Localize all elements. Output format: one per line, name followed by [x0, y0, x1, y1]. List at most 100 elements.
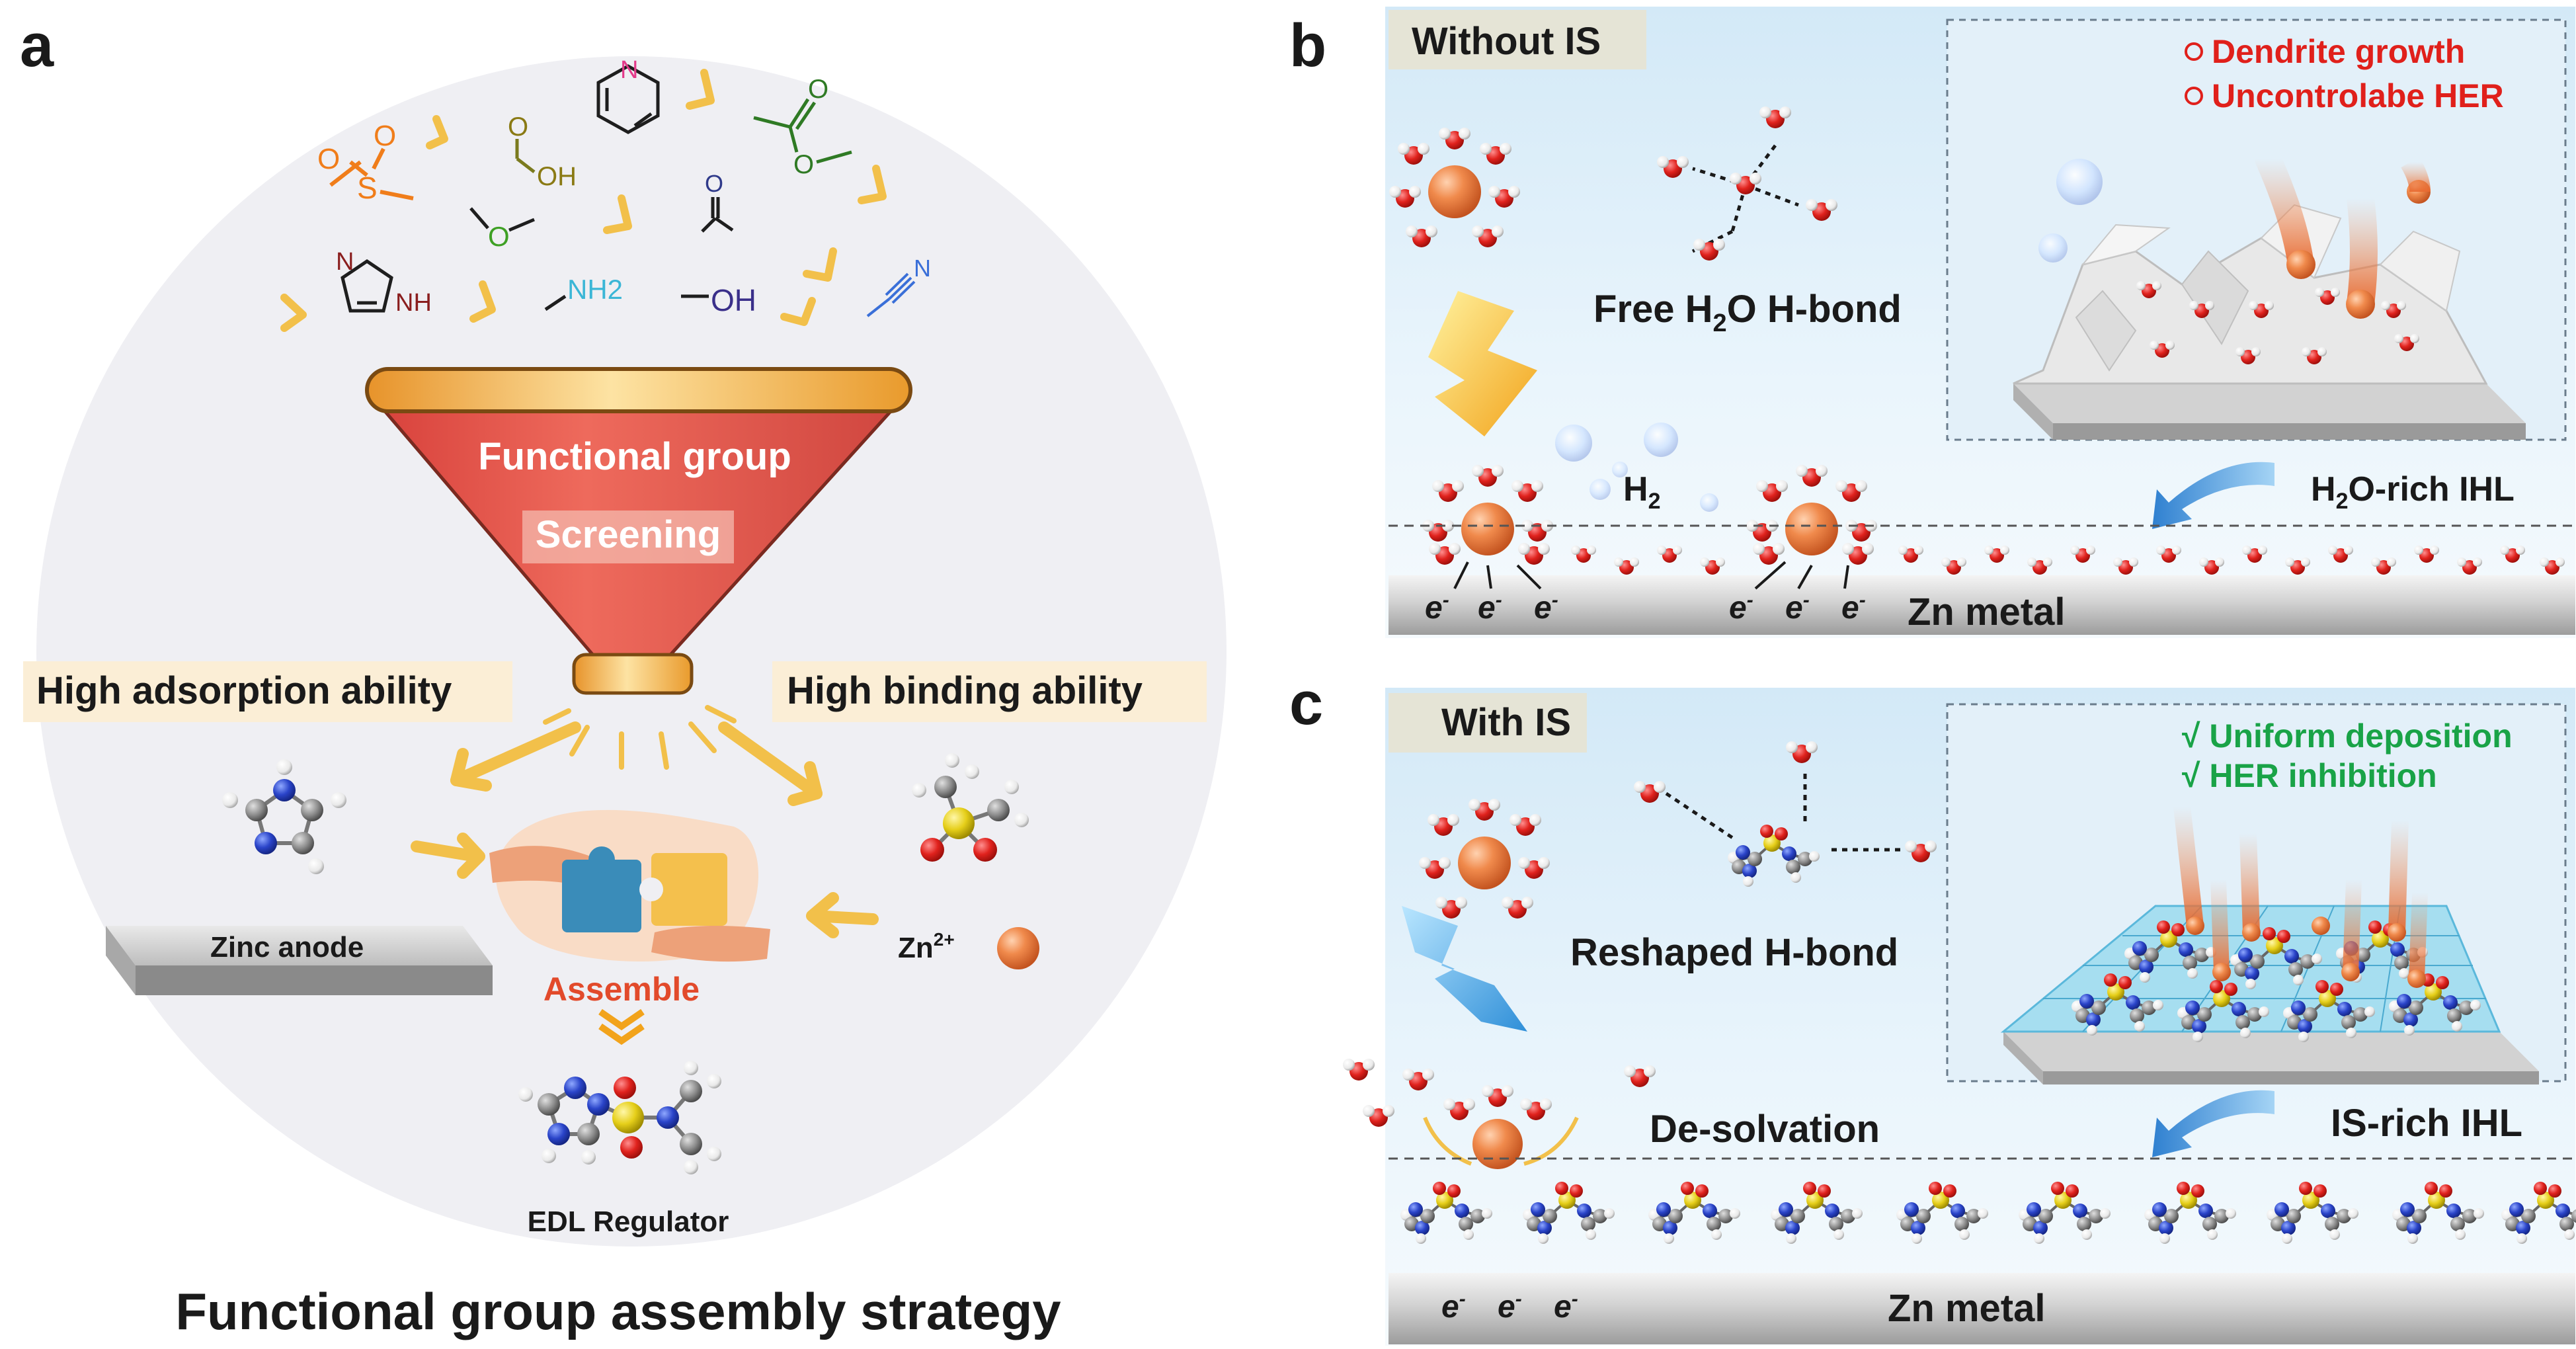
sulfonyl-s-label: S — [357, 171, 378, 205]
svg-text:e-: e- — [1441, 1288, 1466, 1325]
lightning-bolt-icon — [1428, 291, 1537, 436]
zn-metal-label-b: Zn metal — [1908, 591, 2066, 634]
reshaped-hbond-label: Reshaped H-bond — [1570, 931, 1898, 974]
electron-labels-c: e- e- e- — [1441, 1288, 1578, 1325]
svg-text:e-: e- — [1841, 589, 1866, 626]
bullet-circle-icon — [2185, 87, 2203, 105]
electron-labels-b: e- e- e- e- e- e- — [1425, 589, 1866, 626]
panel-c-tag: With IS — [1441, 701, 1571, 744]
imidazole-ring — [341, 259, 393, 313]
panel-a: a S O O O OH O — [20, 12, 1227, 1340]
curved-arrow-icon — [2152, 1090, 2274, 1157]
panel-a-caption: Functional group assembly strategy — [175, 1282, 1061, 1340]
desolvation-label: De-solvation — [1650, 1108, 1880, 1151]
funnel-label-2: Screening — [536, 513, 721, 556]
edl-regulator-model — [518, 1061, 721, 1174]
panel-b: b Without IS Dendrite growth Uncontrolab… — [1289, 7, 2575, 638]
ester-o2-label: O — [793, 150, 814, 179]
panel-b-letter: b — [1289, 12, 1326, 79]
nitrile-group — [866, 272, 916, 317]
sulfonyl-model — [912, 753, 1029, 862]
hydrated-zn-cluster — [1389, 128, 1520, 247]
adsorption-label: High adsorption ability — [36, 669, 452, 712]
arrow-icon — [469, 280, 496, 323]
assemble-label: Assemble — [543, 971, 700, 1008]
aldehyde-group — [515, 139, 536, 173]
svg-text:e-: e- — [1729, 589, 1753, 626]
dendrite-surface — [2013, 145, 2526, 440]
curved-arrow-icon — [2152, 462, 2274, 529]
bullet-circle-icon — [2185, 42, 2203, 61]
screening-funnel: Functional group Screening — [365, 367, 912, 695]
falling-arrows — [280, 69, 887, 332]
panel-b-tag: Without IS — [1412, 20, 1601, 63]
dendrite-growth-label: Dendrite growth — [2212, 33, 2465, 70]
panel-c-tag-box — [1389, 693, 1587, 753]
lightning-bolt-icon — [1402, 906, 1527, 1032]
sulfonyl-o1-label: O — [317, 143, 340, 175]
ketone-o-label: O — [705, 170, 723, 197]
assembly-arrows — [411, 721, 879, 938]
uniform-surface — [2000, 785, 2539, 1084]
imidazole-nh-label: NH — [395, 289, 432, 317]
sulfonyl-o2-label: O — [374, 120, 396, 152]
ether-o-label: O — [488, 221, 510, 252]
binding-label-box — [772, 661, 1207, 722]
blue-puzzle-piece — [562, 860, 641, 932]
reshaped-hbond-network — [1634, 741, 1937, 888]
zn-ion-label: Zn2+ — [898, 929, 955, 964]
pyridine-n-label: N — [620, 56, 638, 84]
ester-o1-label: O — [808, 75, 828, 104]
aldehyde-o-label: O — [508, 112, 528, 142]
uniform-deposition-label: √ Uniform deposition — [2182, 717, 2513, 755]
imidazole-model — [222, 759, 346, 874]
amine-label: NH2 — [567, 274, 623, 305]
interface-zn-cluster-1 — [1422, 465, 1553, 565]
zn-metal-label-c: Zn metal — [1888, 1287, 2046, 1330]
panel-a-letter: a — [20, 12, 54, 79]
zn-metal-bar-c — [1389, 1273, 2575, 1344]
panel-c-letter: c — [1289, 670, 1323, 737]
edl-regulator-label: EDL Regulator — [528, 1206, 729, 1238]
arrow-icon — [780, 297, 816, 326]
panel-b-tag-box — [1389, 10, 1646, 69]
panel-c: c With IS √ Uniform deposition √ HER inh… — [1289, 670, 2576, 1346]
hydroxyl-label: OH — [711, 283, 756, 317]
h2-label: H2 — [1623, 470, 1660, 514]
ketone-group — [701, 197, 734, 233]
arrow-icon — [803, 247, 837, 282]
her-inhibition-label: √ HER inhibition — [2182, 757, 2437, 794]
funnel-label-1: Functional group — [478, 435, 791, 478]
free-water-hbond-network — [1657, 106, 1837, 261]
pyridine-ring — [596, 64, 660, 134]
nitrile-n-label: N — [914, 255, 931, 282]
yellow-puzzle-piece — [651, 853, 727, 926]
functional-group-molecules: S O O O OH O N — [317, 56, 931, 317]
ether-group — [469, 207, 535, 232]
hydrated-zn-cluster-c — [1419, 799, 1550, 919]
svg-text:e-: e- — [1554, 1288, 1578, 1325]
amine-bond — [544, 294, 567, 311]
assemble-illustration: Assemble — [489, 809, 770, 1045]
arrow-icon — [686, 69, 715, 110]
is-rich-ihl-label: IS-rich IHL — [2331, 1102, 2522, 1145]
binding-label: High binding ability — [787, 669, 1143, 712]
desolvation-cluster — [1343, 1059, 1656, 1169]
electron-arrows-b — [1453, 561, 1849, 590]
funnel-rays — [543, 705, 737, 770]
svg-text:e-: e- — [1785, 589, 1810, 626]
h2-bubbles — [1555, 423, 1718, 512]
zinc-anode-label: Zinc anode — [210, 931, 364, 963]
interface-zn-cluster-2 — [1746, 465, 1877, 565]
zn-ion-ball — [997, 927, 1039, 969]
h2o-rich-ihl-label: H2O-rich IHL — [2311, 470, 2515, 514]
aldehyde-oh-label: OH — [537, 162, 577, 191]
double-chevron-down-icon — [598, 1008, 645, 1045]
arrow-icon — [603, 194, 632, 234]
zinc-anode: Zinc anode — [106, 926, 493, 995]
arrow-icon — [426, 115, 448, 149]
imidazole-n-label: N — [336, 248, 354, 276]
svg-text:e-: e- — [1498, 1288, 1522, 1325]
svg-text:e-: e- — [1425, 589, 1449, 626]
adsorption-label-box — [23, 661, 512, 722]
